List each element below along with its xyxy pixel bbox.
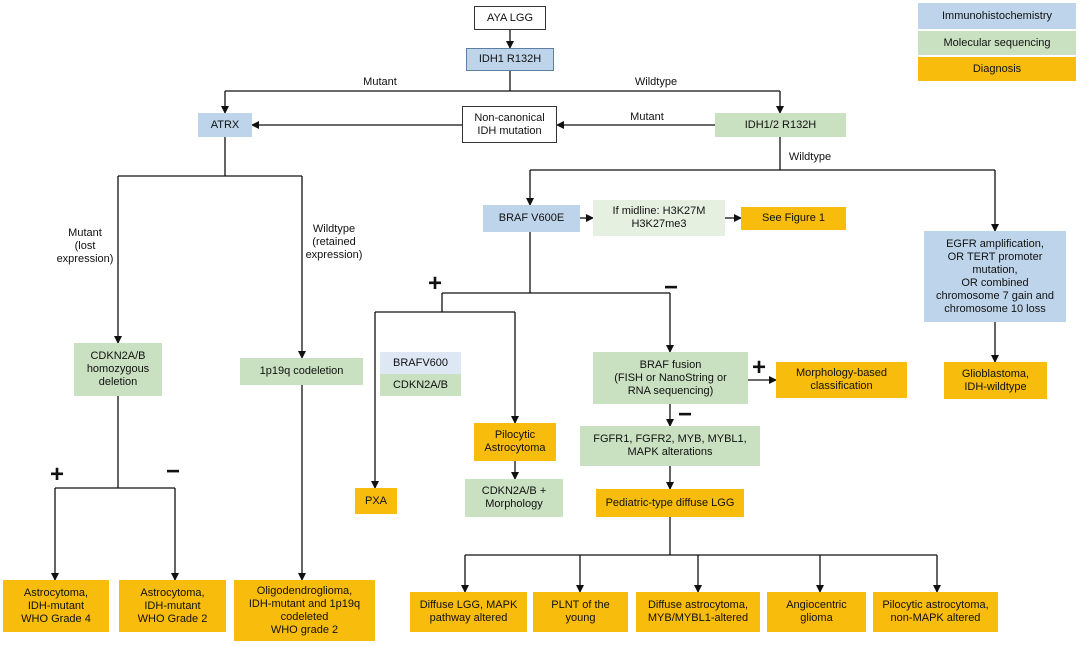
- node-glioblastoma: Glioblastoma, IDH-wildtype: [944, 362, 1047, 399]
- node-1p19q-codeletion: 1p19q codeletion: [240, 358, 363, 385]
- legend-immunohistochemistry: Immunohistochemistry: [918, 3, 1076, 29]
- node-idh12-r132h: IDH1/2 R132H: [715, 113, 846, 137]
- node-noncanonical-idh: Non-canonical IDH mutation: [462, 106, 557, 143]
- node-diffuse-lgg-mapk: Diffuse LGG, MAPK pathway altered: [410, 592, 527, 632]
- node-oligodendroglioma: Oligodendroglioma, IDH-mutant and 1p19q …: [234, 580, 375, 641]
- node-see-figure-1: See Figure 1: [741, 207, 846, 230]
- minus-sign-cdkn2ab: −: [166, 458, 181, 485]
- legend-diagnosis: Diagnosis: [918, 57, 1076, 81]
- plus-sign-braf-v600e: +: [428, 270, 443, 297]
- node-diffuse-astrocytoma-myb: Diffuse astrocytoma, MYB/MYBL1-altered: [636, 592, 760, 632]
- node-midline-h3k27: If midline: H3K27M H3K27me3: [593, 200, 725, 236]
- node-morphology-classification: Morphology-based classification: [776, 362, 907, 398]
- node-brafv600: BRAFV600: [380, 352, 461, 374]
- node-cdkn2ab: CDKN2A/B: [380, 374, 461, 396]
- label-wildtype-top: Wildtype: [634, 76, 678, 88]
- node-braf-fusion: BRAF fusion (FISH or NanoString or RNA s…: [593, 352, 748, 404]
- node-cdkn2ab-morphology: CDKN2A/B + Morphology: [465, 479, 563, 517]
- node-pediatric-diffuse-lgg: Pediatric-type diffuse LGG: [596, 489, 744, 517]
- label-wildtype-retained-expression: Wildtype (retained expression): [305, 223, 363, 261]
- label-wildtype-idh12: Wildtype: [788, 151, 832, 163]
- minus-sign-braf-fusion: −: [678, 401, 693, 428]
- label-mutant-top: Mutant: [363, 76, 397, 88]
- node-angiocentric-glioma: Angiocentric glioma: [767, 592, 866, 632]
- node-braf-v600e: BRAF V600E: [483, 205, 580, 232]
- plus-sign-cdkn2ab: +: [50, 461, 65, 488]
- node-atrx: ATRX: [198, 113, 252, 137]
- node-cdkn2ab-deletion: CDKN2A/B homozygous deletion: [74, 343, 162, 396]
- minus-sign-braf-v600e: −: [664, 274, 679, 301]
- node-pilocytic-astrocytoma: Pilocytic Astrocytoma: [474, 423, 556, 461]
- node-pilocytic-non-mapk: Pilocytic astrocytoma, non-MAPK altered: [873, 592, 998, 632]
- node-idh1-r132h: IDH1 R132H: [466, 48, 554, 71]
- node-astrocytoma-grade-4: Astrocytoma, IDH-mutant WHO Grade 4: [3, 580, 109, 632]
- node-egfr-tert: EGFR amplification, OR TERT promoter mut…: [924, 231, 1066, 322]
- node-pxa: PXA: [355, 488, 397, 514]
- node-aya-lgg: AYA LGG: [474, 6, 546, 30]
- legend-molecular-sequencing: Molecular sequencing: [918, 31, 1076, 55]
- node-fgfr-myb-alterations: FGFR1, FGFR2, MYB, MYBL1, MAPK alteratio…: [580, 426, 760, 466]
- label-mutant-noncanonical: Mutant: [630, 111, 664, 123]
- plus-sign-braf-fusion: +: [752, 354, 767, 381]
- label-mutant-lost-expression: Mutant (lost expression): [56, 227, 114, 265]
- node-astrocytoma-grade-2: Astrocytoma, IDH-mutant WHO Grade 2: [119, 580, 226, 632]
- node-plnt-young: PLNT of the young: [533, 592, 628, 632]
